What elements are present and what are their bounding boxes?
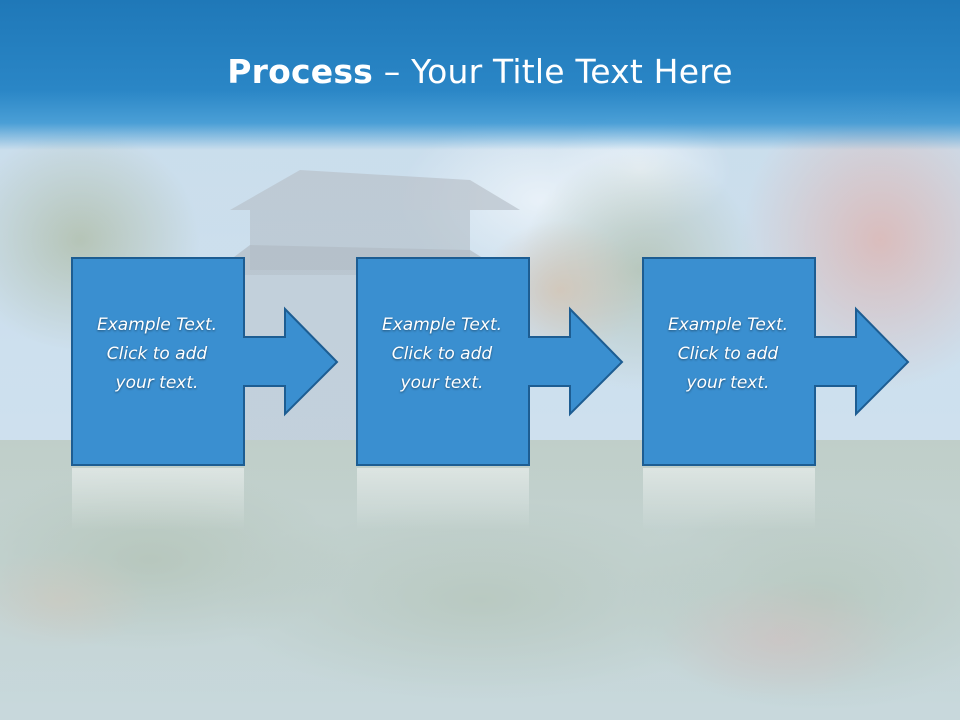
- step-text-line: Example Text.: [96, 315, 218, 335]
- process-step-1[interactable]: Example Text. Click to add your text.: [71, 257, 341, 557]
- title-bar: [0, 0, 960, 150]
- title-bold: Process: [227, 52, 374, 91]
- step-text-line: Example Text.: [381, 315, 503, 335]
- right-arrow-icon: [642, 257, 910, 530]
- step-text-line: your text.: [400, 373, 484, 393]
- step-text-line: your text.: [686, 373, 770, 393]
- right-arrow-icon: [71, 257, 339, 530]
- step-text-line: Click to add: [677, 344, 779, 364]
- step-3-text[interactable]: Example Text. Click to add your text.: [642, 311, 814, 398]
- process-step-3[interactable]: Example Text. Click to add your text.: [642, 257, 912, 557]
- step-text-line: your text.: [115, 373, 199, 393]
- right-arrow-icon: [356, 257, 624, 530]
- step-2-text[interactable]: Example Text. Click to add your text.: [356, 311, 528, 398]
- step-1-text[interactable]: Example Text. Click to add your text.: [71, 311, 243, 398]
- title-rest: – Your Title Text Here: [373, 52, 733, 91]
- process-step-2[interactable]: Example Text. Click to add your text.: [356, 257, 626, 557]
- slide-title[interactable]: Process – Your Title Text Here: [0, 52, 960, 91]
- step-text-line: Click to add: [106, 344, 208, 364]
- step-text-line: Click to add: [391, 344, 493, 364]
- step-text-line: Example Text.: [667, 315, 789, 335]
